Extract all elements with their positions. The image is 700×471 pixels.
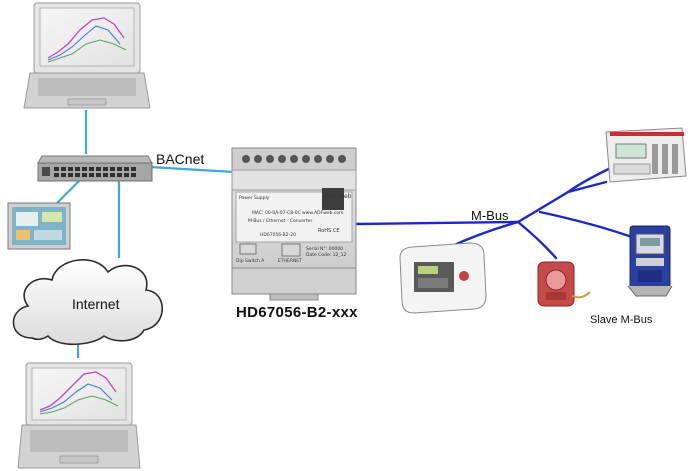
dip-switch-label: Dip Switch A bbox=[236, 258, 265, 264]
serial-number-label: Serial N°: 00000 bbox=[306, 246, 343, 252]
mbus-trunk bbox=[353, 220, 520, 226]
din-rail-converter-icon: ADF web Power Supply MAC: 00-0A-07-C8-0C… bbox=[231, 147, 357, 301]
mac-label: MAC: 00-0A-07-C8-0C bbox=[252, 210, 301, 216]
cloud-icon bbox=[12, 259, 163, 346]
mbus-branch-energy-upper bbox=[566, 180, 608, 194]
energy-meter-icon bbox=[605, 127, 687, 183]
mbus-branch-gas bbox=[538, 210, 642, 242]
slave-mbus-label: Slave M-Bus bbox=[590, 314, 653, 326]
network-switch-icon bbox=[37, 155, 153, 182]
ethernet-port-label: ETHERNET bbox=[278, 258, 302, 264]
laptop-icon bbox=[23, 2, 151, 109]
link-switch-converter bbox=[149, 165, 235, 174]
gas-meter-icon bbox=[627, 225, 673, 297]
date-code-label: Date Code: 12_12 bbox=[306, 252, 346, 258]
rohs-label: RoHS CE bbox=[318, 228, 339, 234]
ethernet-links bbox=[54, 110, 235, 358]
website-label: www.ADFweb.com bbox=[302, 210, 344, 216]
mbus-label: M-Bus bbox=[471, 208, 509, 223]
water-meter-icon bbox=[537, 261, 591, 307]
mbus-branch-energy bbox=[516, 164, 617, 224]
link-switch-panel bbox=[54, 179, 81, 206]
internet-label: Internet bbox=[72, 296, 120, 312]
model-label: HD67056-B2-xxx bbox=[236, 304, 358, 321]
part-number-label: HD67056-B2-20 bbox=[260, 232, 296, 238]
converter-desc-label: M-Bus / Ethernet - Converter bbox=[248, 218, 312, 224]
bacnet-label: BACnet bbox=[156, 151, 205, 167]
laptop-icon bbox=[17, 362, 141, 469]
heat-meter-icon bbox=[399, 242, 487, 314]
mbus-branch-water bbox=[516, 220, 558, 260]
touch-panel-icon bbox=[7, 202, 71, 250]
power-supply-label: Power Supply bbox=[239, 195, 270, 201]
brand-label: ADF web bbox=[325, 193, 352, 200]
